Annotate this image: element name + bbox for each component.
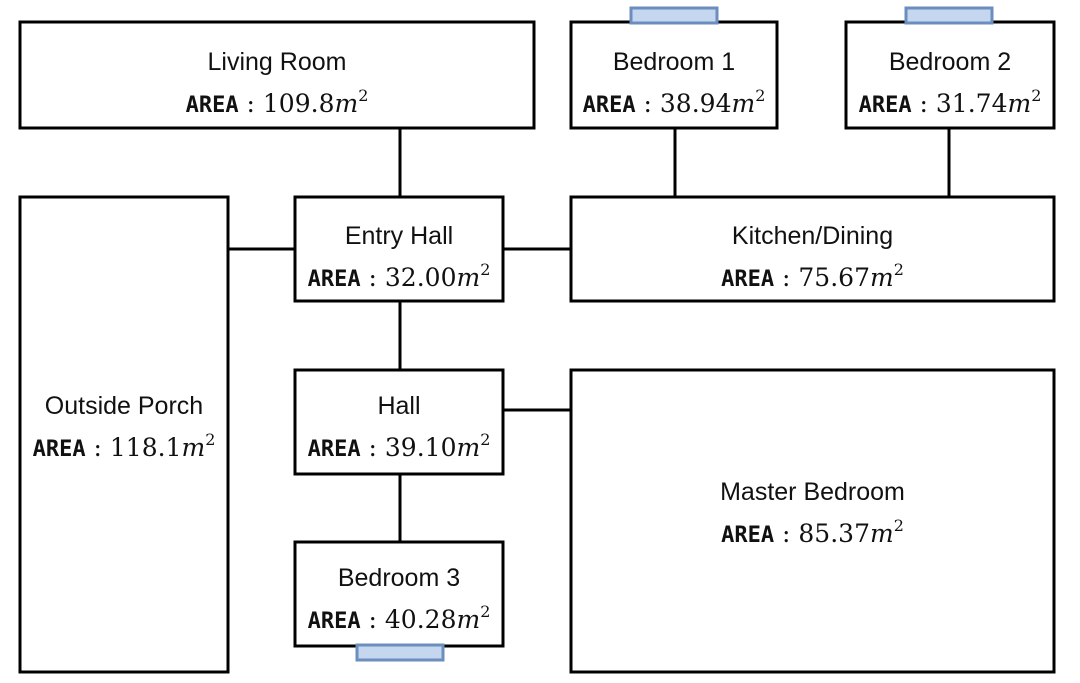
room-name: Bedroom 1 <box>613 48 735 76</box>
area-separator: : <box>636 89 660 118</box>
room-area: AREA : 109.8m2 <box>186 86 369 118</box>
area-keyword: AREA <box>308 609 361 634</box>
area-value: 85.37 <box>798 519 870 548</box>
area-value: 39.10 <box>385 433 457 462</box>
area-keyword: AREA <box>308 437 361 462</box>
room-name: Bedroom 3 <box>338 564 460 592</box>
area-separator: : <box>239 89 263 118</box>
room-area: AREA : 31.74m2 <box>859 86 1042 118</box>
window-bedroom-1 <box>629 6 719 25</box>
area-exponent: 2 <box>894 260 904 279</box>
area-exponent: 2 <box>480 260 490 279</box>
area-unit: m <box>1007 89 1031 118</box>
area-value: 40.28 <box>385 605 457 634</box>
room-box <box>18 195 230 674</box>
room-name: Kitchen/Dining <box>732 222 893 250</box>
area-exponent: 2 <box>1031 86 1041 105</box>
room-name: Bedroom 2 <box>889 48 1011 76</box>
area-separator: : <box>86 433 110 462</box>
room-box <box>569 20 779 130</box>
area-exponent: 2 <box>205 430 215 449</box>
room-bedroom-2: Bedroom 2 AREA : 31.74m2 <box>844 20 1056 130</box>
area-unit: m <box>870 519 894 548</box>
area-value: 109.8 <box>263 89 335 118</box>
room-area: AREA : 38.94m2 <box>583 86 766 118</box>
area-separator: : <box>361 263 385 292</box>
room-name: Living Room <box>208 48 347 76</box>
room-box <box>844 20 1056 130</box>
room-name: Hall <box>377 392 420 420</box>
area-keyword: AREA <box>721 523 774 548</box>
area-keyword: AREA <box>308 267 361 292</box>
windows-layer <box>355 6 994 662</box>
area-value: 31.74 <box>936 89 1008 118</box>
room-name: Entry Hall <box>345 222 453 250</box>
room-area: AREA : 118.1m2 <box>33 430 216 462</box>
room-area: AREA : 40.28m2 <box>308 602 491 634</box>
area-exponent: 2 <box>755 86 765 105</box>
area-value: 38.94 <box>660 89 732 118</box>
area-separator: : <box>774 519 798 548</box>
area-keyword: AREA <box>33 437 86 462</box>
area-keyword: AREA <box>721 267 774 292</box>
area-keyword: AREA <box>583 93 636 118</box>
area-keyword: AREA <box>859 93 912 118</box>
area-separator: : <box>361 433 385 462</box>
window-bedroom-3 <box>355 643 445 662</box>
area-exponent: 2 <box>480 602 490 621</box>
area-separator: : <box>774 263 798 292</box>
room-name: Outside Porch <box>45 392 203 420</box>
area-exponent: 2 <box>358 86 368 105</box>
area-exponent: 2 <box>894 516 904 535</box>
room-area: AREA : 75.67m2 <box>721 260 904 292</box>
room-area: AREA : 32.00m2 <box>308 260 491 292</box>
area-value: 75.67 <box>798 263 870 292</box>
window-bedroom-2 <box>904 6 994 25</box>
room-bedroom-1: Bedroom 1 AREA : 38.94m2 <box>569 20 779 130</box>
connectors-layer <box>228 128 951 542</box>
room-box <box>569 368 1056 674</box>
room-area: AREA : 39.10m2 <box>308 430 491 462</box>
room-box <box>293 540 505 648</box>
area-exponent: 2 <box>480 430 490 449</box>
area-unit: m <box>456 263 480 292</box>
area-value: 118.1 <box>110 433 182 462</box>
area-value: 32.00 <box>385 263 457 292</box>
room-box <box>293 195 505 303</box>
room-bedroom-3: Bedroom 3 AREA : 40.28m2 <box>293 540 505 648</box>
room-name: Master Bedroom <box>720 478 905 506</box>
area-separator: : <box>912 89 936 118</box>
area-unit: m <box>456 605 480 634</box>
area-unit: m <box>731 89 755 118</box>
area-keyword: AREA <box>186 93 239 118</box>
area-separator: : <box>361 605 385 634</box>
area-unit: m <box>334 89 358 118</box>
area-unit: m <box>456 433 480 462</box>
area-unit: m <box>181 433 205 462</box>
area-unit: m <box>870 263 894 292</box>
room-box <box>569 195 1056 303</box>
room-box <box>18 20 536 130</box>
room-box <box>293 368 505 476</box>
room-area: AREA : 85.37m2 <box>721 516 904 548</box>
